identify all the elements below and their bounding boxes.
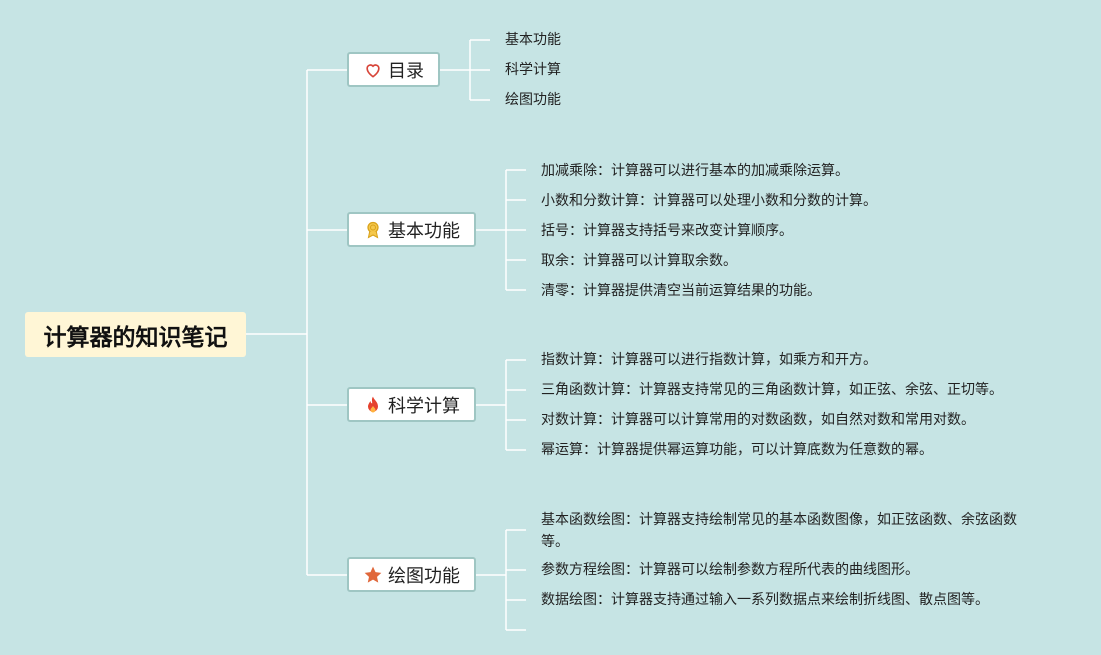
award-medal-icon	[363, 220, 383, 240]
basic-item[interactable]: 括号：计算器支持括号来改变计算顺序。	[541, 223, 793, 239]
scientific-item[interactable]: 幂运算：计算器提供幂运算功能，可以计算底数为任意数的幂。	[541, 442, 933, 458]
scientific-item[interactable]: 指数计算：计算器可以进行指数计算，如乘方和开方。	[541, 352, 877, 368]
star-icon	[363, 565, 383, 585]
branch-scientific[interactable]: 科学计算	[347, 387, 476, 422]
basic-item[interactable]: 小数和分数计算：计算器可以处理小数和分数的计算。	[541, 193, 877, 209]
contents-item[interactable]: 基本功能	[505, 32, 561, 48]
branch-contents[interactable]: 目录	[347, 52, 440, 87]
basic-item[interactable]: 取余：计算器可以计算取余数。	[541, 253, 737, 269]
branch-label: 基本功能	[388, 220, 460, 242]
branch-label: 绘图功能	[388, 565, 460, 587]
plotting-item[interactable]: 基本函数绘图：计算器支持绘制常见的基本函数图像，如正弦函数、余弦函数等。	[541, 512, 1017, 550]
basic-item[interactable]: 加减乘除：计算器可以进行基本的加减乘除运算。	[541, 163, 849, 179]
plotting-item[interactable]: 参数方程绘图：计算器可以绘制参数方程所代表的曲线图形。	[541, 562, 919, 578]
basic-item[interactable]: 清零：计算器提供清空当前运算结果的功能。	[541, 283, 821, 299]
root-title: 计算器的知识笔记	[43, 324, 228, 351]
fire-icon	[363, 395, 383, 415]
branch-basic-functions[interactable]: 基本功能	[347, 212, 476, 247]
scientific-item[interactable]: 三角函数计算：计算器支持常见的三角函数计算，如正弦、余弦、正切等。	[541, 382, 1003, 398]
contents-item[interactable]: 绘图功能	[505, 92, 561, 108]
scientific-item[interactable]: 对数计算：计算器可以计算常用的对数函数，如自然对数和常用对数。	[541, 412, 975, 428]
branch-plotting[interactable]: 绘图功能	[347, 557, 476, 592]
root-topic[interactable]: 计算器的知识笔记	[25, 312, 246, 357]
branch-label: 科学计算	[388, 395, 460, 417]
heart-icon	[363, 60, 383, 80]
branch-label: 目录	[388, 60, 424, 82]
contents-item[interactable]: 科学计算	[505, 62, 561, 78]
plotting-item[interactable]: 数据绘图：计算器支持通过输入一系列数据点来绘制折线图、散点图等。	[541, 592, 989, 608]
